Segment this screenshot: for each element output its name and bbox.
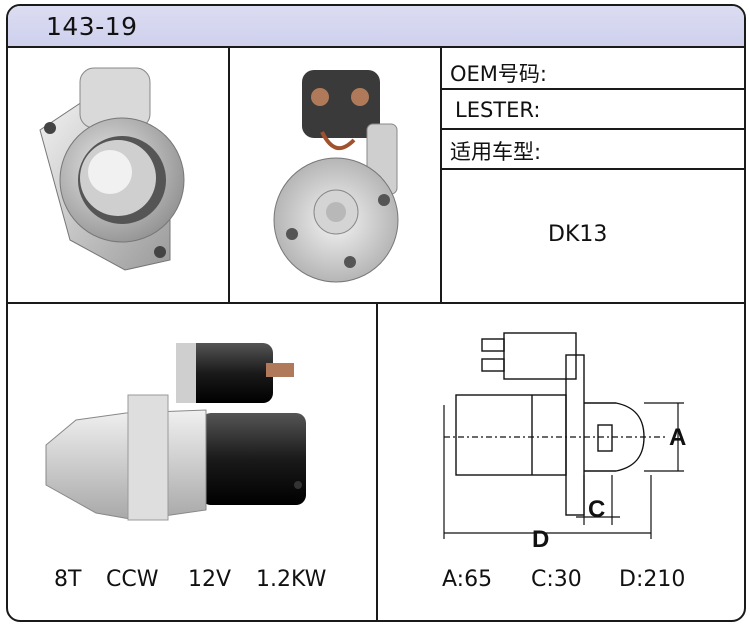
spec-voltage: 12V [188,567,232,592]
header-bar: 143-19 [8,6,744,48]
spec-dim-d: D:210 [619,567,686,592]
spec-power: 1.2KW [256,567,327,592]
vehicle-label: 适用车型: [450,140,542,164]
spec-rotation: CCW [106,567,159,592]
divider [440,88,744,90]
dimension-c-label: C [588,496,605,523]
divider [440,128,744,130]
oem-label: OEM号码: [450,62,547,86]
starter-rear-photo [273,70,399,283]
divider [440,168,744,170]
starter-front-photo [39,67,185,271]
spec-dim-a: A:65 [442,567,493,592]
dimension-a-label: A [669,424,686,451]
dimension-diagram: A C D [443,332,686,550]
model-value: DK13 [548,222,608,247]
spec-teeth: 8T [54,567,82,592]
lester-label: LESTER: [455,98,541,122]
part-number-title: 143-19 [46,12,138,41]
divider [376,302,378,620]
spec-dim-c: C:30 [531,567,582,592]
dimension-d-label: D [532,526,549,550]
divider [228,46,230,303]
divider [440,46,442,303]
starter-side-photo [45,343,306,521]
